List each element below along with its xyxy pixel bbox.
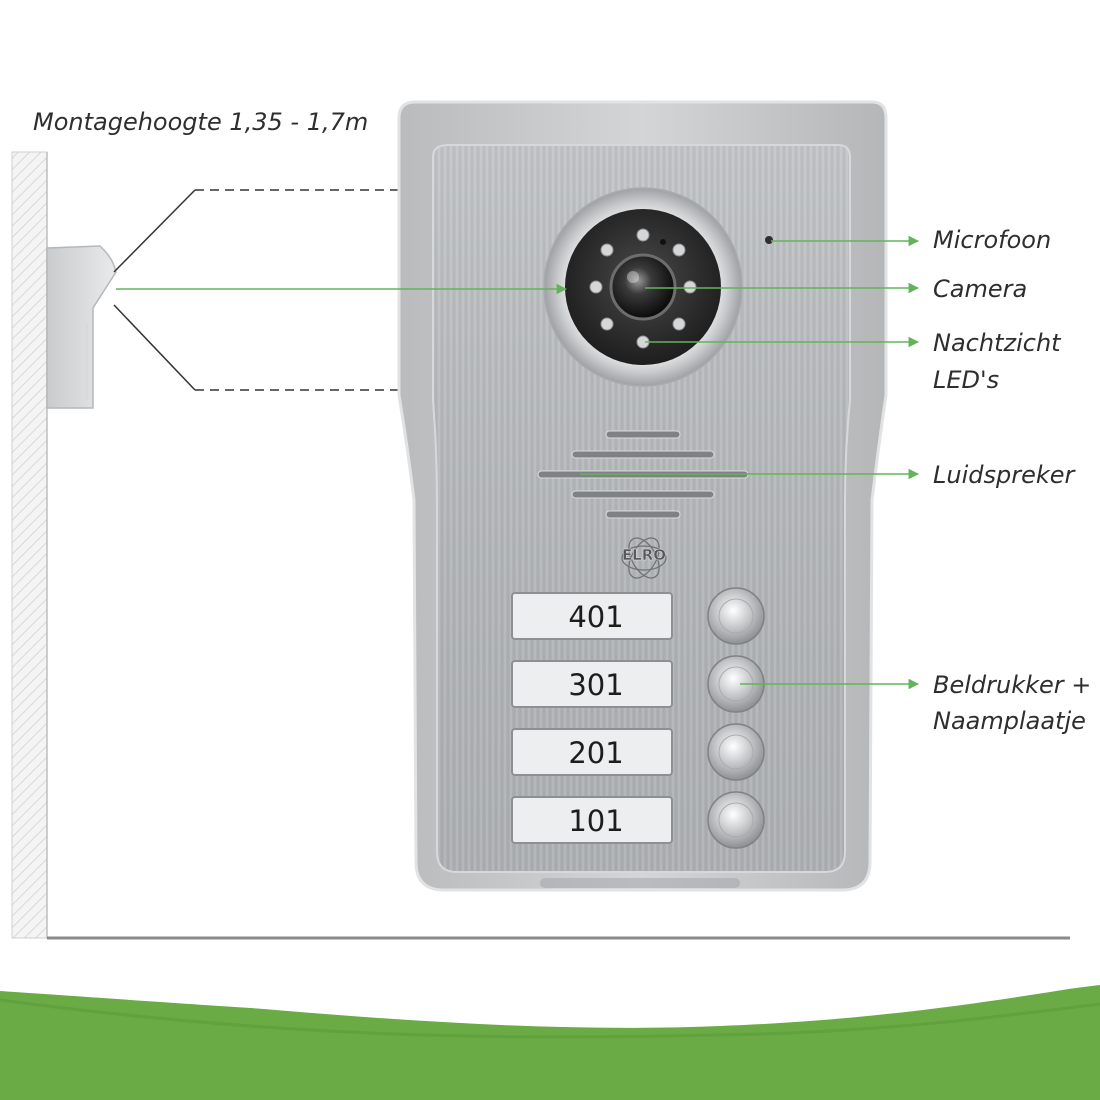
bell-button-401[interactable]: [707, 587, 765, 645]
side-view-doorbell: [46, 245, 117, 409]
night-vision-label-line2: LED's: [933, 366, 1000, 394]
name-plate-label-201: 201: [568, 736, 624, 770]
name-plate-label-301: 301: [568, 668, 624, 702]
bell-button-201[interactable]: [707, 723, 765, 781]
name-plate-301: [511, 660, 673, 708]
light-sensor: [660, 239, 666, 245]
ir-led-icons: [589, 228, 697, 349]
mount-height-label: Montagehoogte 1,35 - 1,7m: [33, 108, 369, 136]
wall: [11, 151, 48, 939]
brand-logo-text: ELRO: [622, 546, 666, 564]
name-plates: [511, 592, 673, 844]
name-plate-201: [511, 728, 673, 776]
bell-label-line2: Naamplaatje: [933, 707, 1086, 735]
name-plate-label-101: 101: [568, 804, 624, 838]
name-plate-label-401: 401: [568, 600, 624, 634]
microphone-label: Microfoon: [933, 226, 1052, 254]
night-vision-label-line1: Nachtzicht: [933, 329, 1061, 357]
bell-buttons: [707, 587, 765, 849]
name-plate-401: [511, 592, 673, 640]
camera-module: [543, 187, 743, 387]
microphone-hole: [765, 236, 773, 244]
bell-label-line1: Beldrukker +: [933, 671, 1092, 699]
camera-label: Camera: [933, 275, 1028, 303]
housing-bottom-shadow: [540, 878, 740, 888]
elro-logo-icon: ELRO: [621, 537, 667, 579]
name-plate-101: [511, 796, 673, 844]
bottom-wave: [0, 979, 1100, 1100]
bell-button-101[interactable]: [707, 791, 765, 849]
callout-lines: [116, 235, 920, 690]
speaker-label: Luidspreker: [933, 461, 1075, 489]
camera-lens-icon: [609, 253, 677, 321]
